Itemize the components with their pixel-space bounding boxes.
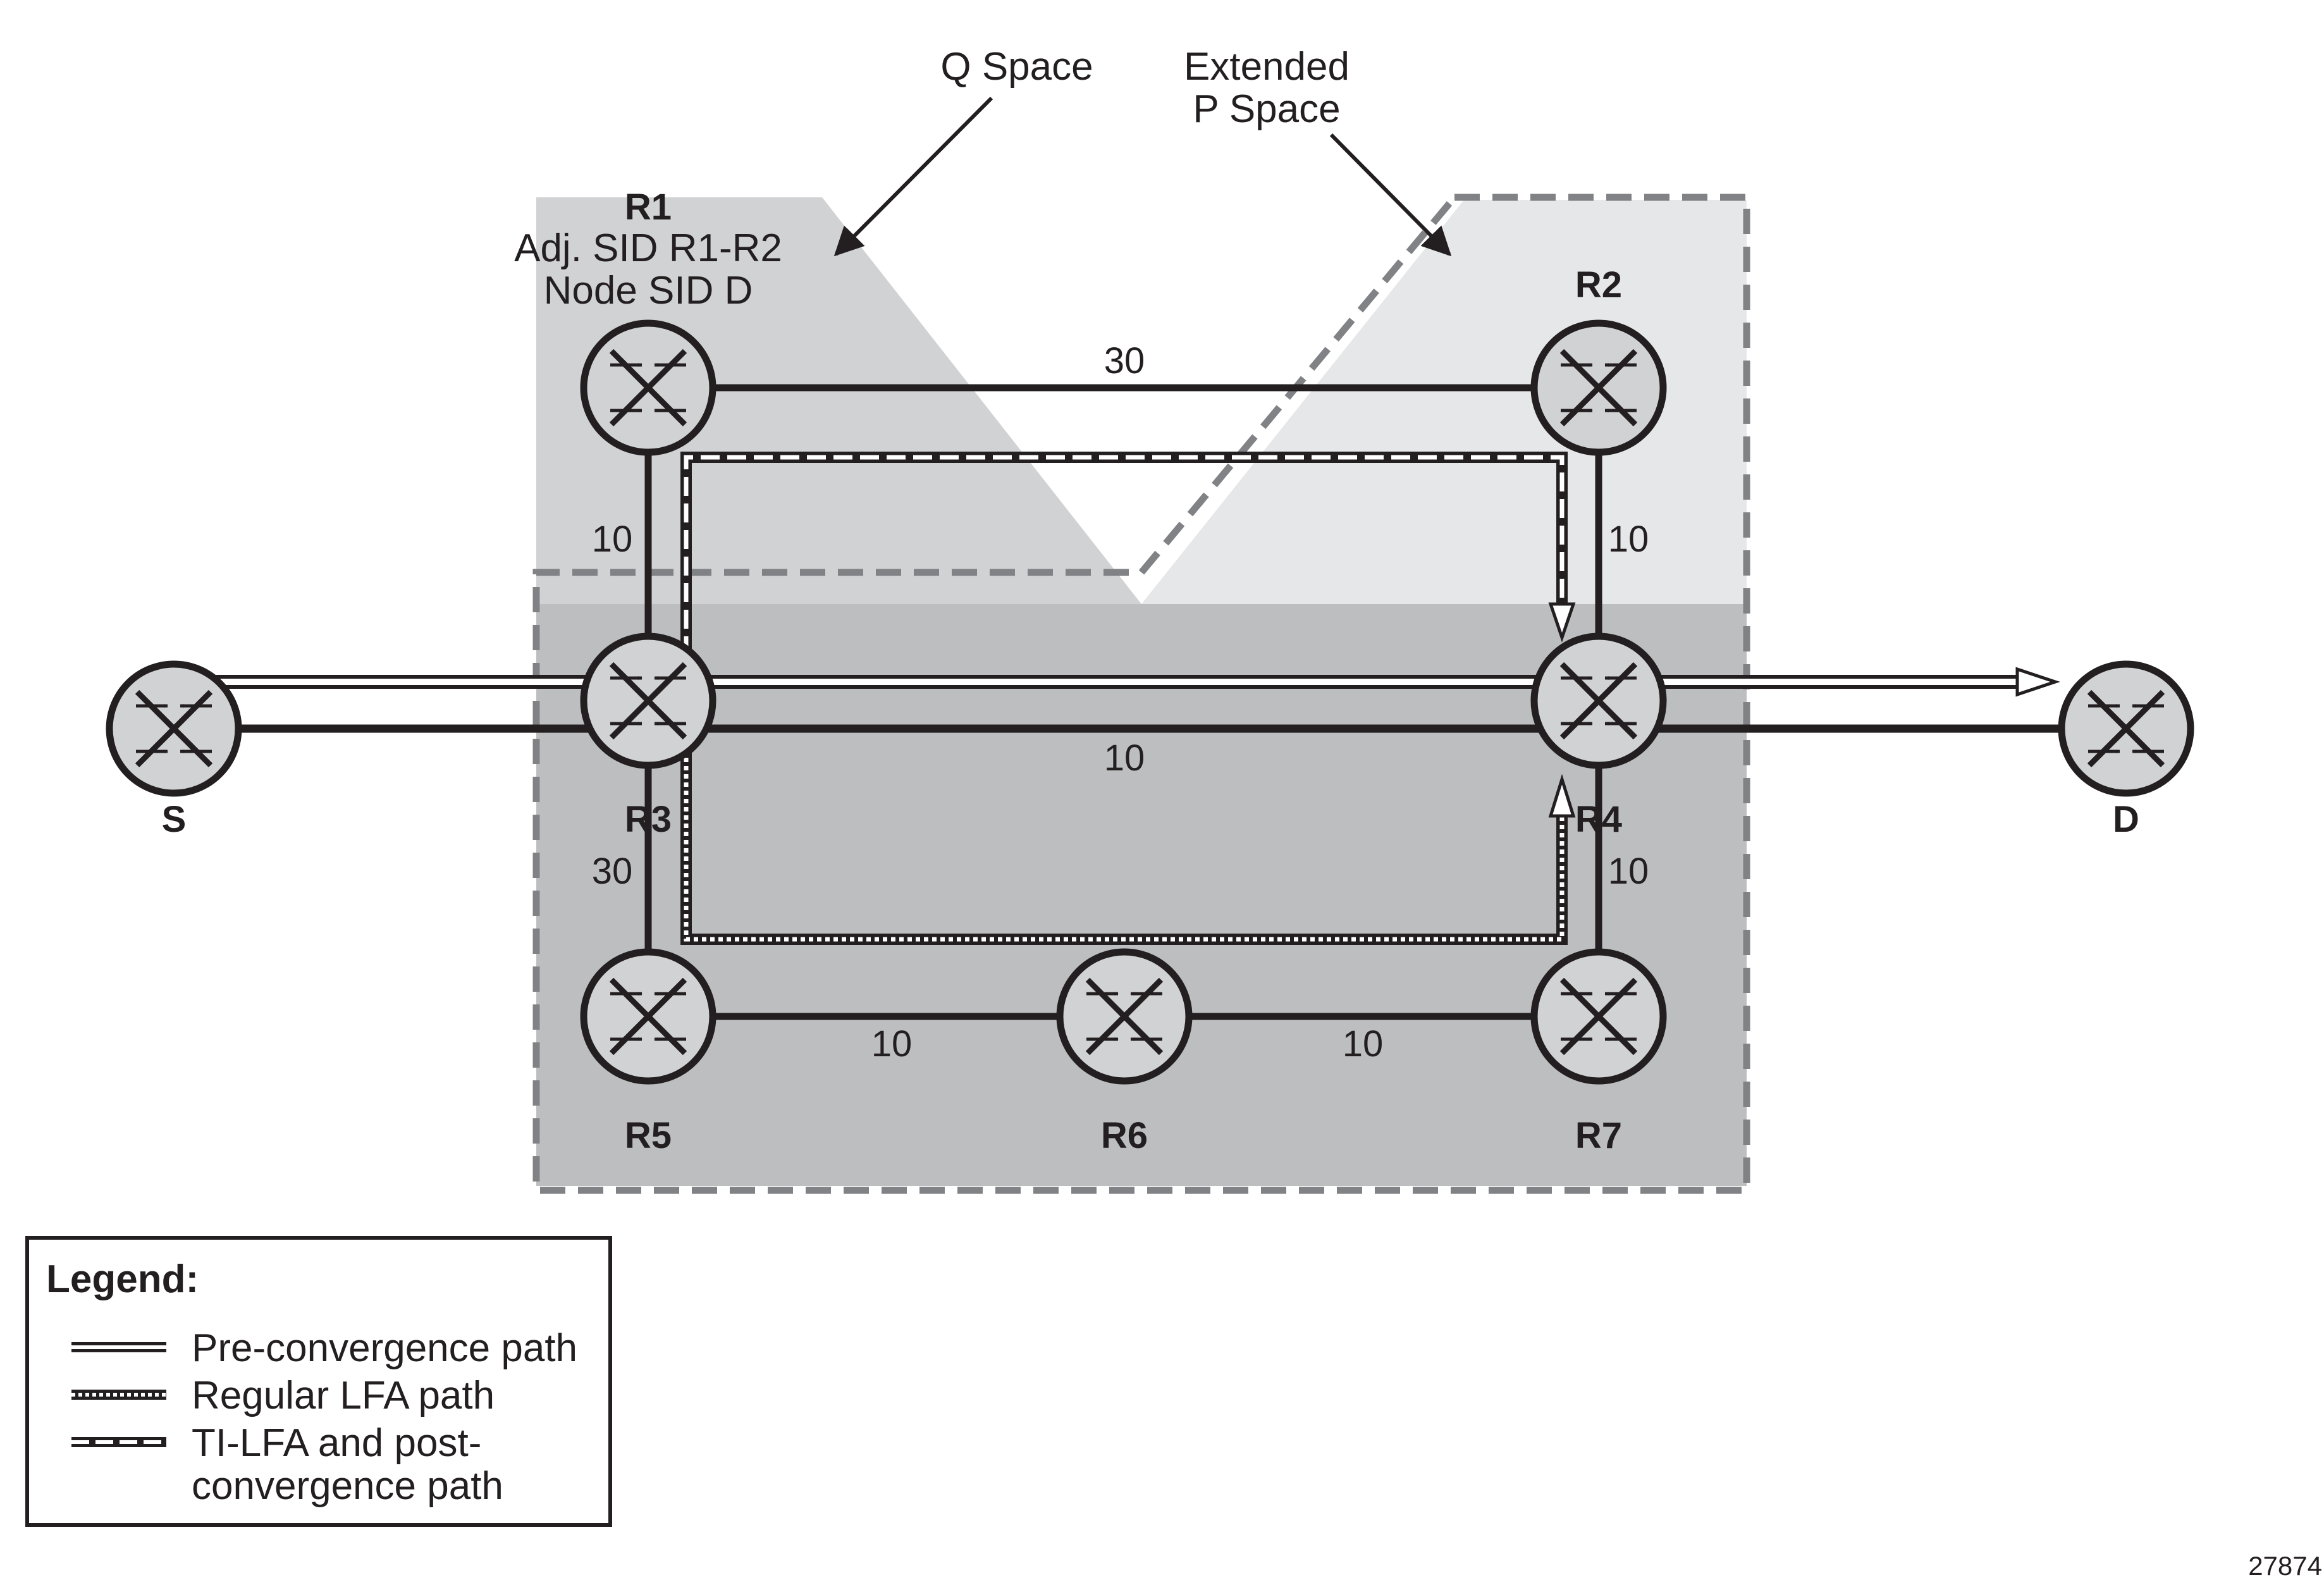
router-r4-icon: [1534, 636, 1663, 765]
pre-convergence-arrowhead: [2015, 667, 2060, 697]
tilfa-arrowhead: [1548, 602, 1576, 643]
node-label-r2: R2: [1575, 264, 1622, 306]
node-label-r3: R3: [625, 799, 672, 840]
node-label-s: S: [162, 799, 187, 840]
tilfa-path: [680, 452, 1576, 682]
router-r3-icon: [584, 636, 713, 765]
regular-lfa-path: [680, 708, 1576, 945]
metric-r3-r5: 30: [592, 851, 633, 892]
router-r5-icon: [584, 952, 713, 1081]
metric-r1-r3: 10: [592, 519, 633, 560]
metric-r2-r4: 10: [1608, 519, 1649, 560]
router-r6-icon: [1060, 952, 1189, 1081]
router-r1-icon: [584, 323, 713, 452]
metric-r1-r2: 30: [1104, 340, 1145, 381]
legend-title: Legend:: [46, 1257, 199, 1301]
router-r7-icon: [1534, 952, 1663, 1081]
figure-id: 27874: [2248, 1551, 2322, 1580]
legend-box: [25, 1236, 612, 1527]
node-label-r7: R7: [1575, 1115, 1622, 1156]
legend-label-pre-convergence: Pre-convergence path: [192, 1326, 577, 1370]
q-space-pointer: [833, 96, 993, 257]
q-space-label: Q Space: [940, 45, 1093, 89]
pre-convergence-path: [209, 667, 2060, 697]
node-label-r5: R5: [625, 1115, 672, 1156]
metric-r4-r7: 10: [1608, 851, 1649, 892]
legend-label-tilfa-line2: convergence path: [192, 1464, 503, 1508]
metric-r3-r4: 10: [1104, 738, 1145, 779]
node-label-r6: R6: [1101, 1115, 1148, 1156]
metric-r5-r6: 10: [871, 1023, 913, 1065]
legend-label-tilfa-line1: TI-LFA and post-: [192, 1421, 481, 1465]
router-r2-icon: [1534, 323, 1663, 452]
extended-p-space-border: [532, 194, 1750, 1194]
ext-p-space-label-line1: Extended: [1184, 45, 1350, 89]
metric-r6-r7: 10: [1343, 1023, 1384, 1065]
ext-p-space-label-line2: P Space: [1193, 87, 1340, 131]
legend: Legend: Pre-convergence path Regular LFA…: [25, 1236, 612, 1527]
ext-p-space-pointer: [1329, 133, 1452, 257]
router-s-icon: [109, 664, 238, 793]
r1-adj-sid-label: Adj. SID R1-R2: [514, 226, 782, 270]
annotation-arrows: [833, 96, 1452, 257]
legend-label-regular-lfa: Regular LFA path: [192, 1374, 495, 1417]
node-label-d: D: [2113, 799, 2139, 840]
node-label-r4: R4: [1575, 799, 1622, 840]
node-label-r1: R1: [625, 187, 672, 228]
regular-lfa-arrowhead: [1548, 774, 1576, 818]
r1-node-sid-label: Node SID D: [544, 269, 753, 312]
router-d-icon: [2062, 664, 2191, 793]
